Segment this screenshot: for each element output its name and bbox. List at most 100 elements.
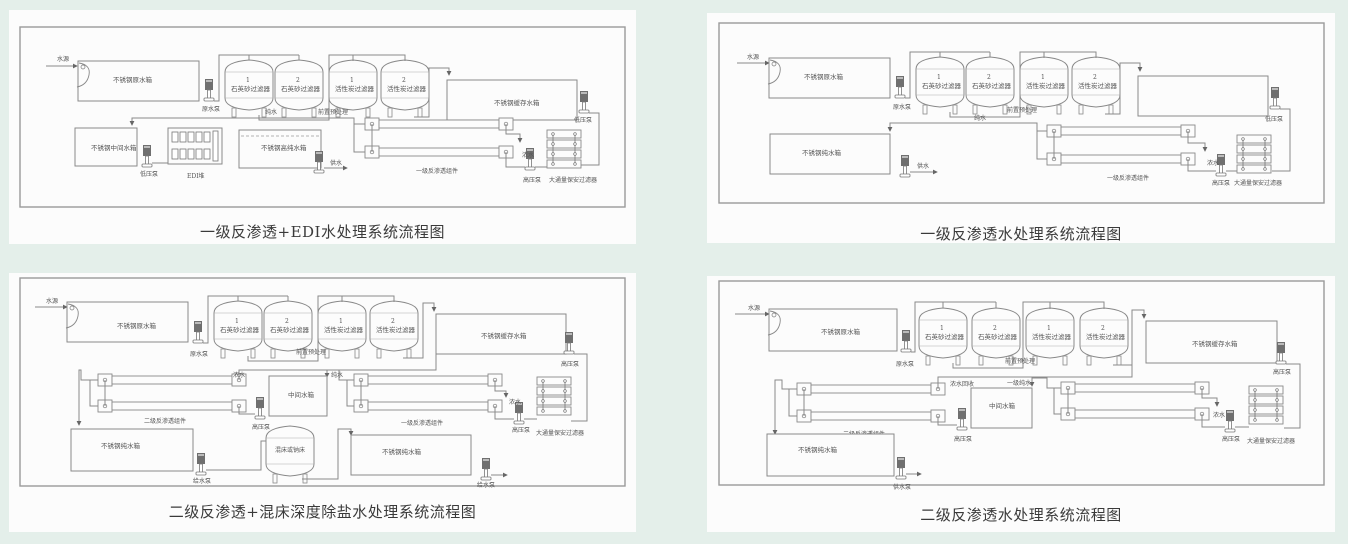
supply-pump-left-icon bbox=[195, 452, 207, 476]
double-ro-flow-diagram: 水源 不锈钢原水箱 原水泵 1 石英砂过滤器 2 石英砂过滤器 1 活性炭过滤器… bbox=[718, 280, 1325, 491]
mid-tank-label: 中间水箱 bbox=[288, 390, 315, 399]
edi-label: EDI堆 bbox=[187, 172, 205, 180]
raw-pump-icon bbox=[203, 78, 215, 102]
mixed-bed-vessel bbox=[265, 425, 315, 484]
supply-pump-icon bbox=[899, 154, 911, 178]
buffer-tank bbox=[1145, 320, 1278, 364]
low-pump-icon bbox=[1269, 86, 1281, 110]
filter-label: 活性炭过滤器 bbox=[324, 325, 364, 334]
raw-pump-icon bbox=[894, 75, 906, 99]
filter-label: 活性炭过滤器 bbox=[1032, 332, 1072, 341]
buffer-tank-label: 不锈钢缓存水箱 bbox=[494, 98, 540, 107]
diagram-caption: 一级反渗透水处理系统流程图 bbox=[920, 225, 1122, 243]
high-pump-mid-label: 高压泵 bbox=[954, 435, 972, 443]
high-pump-label: 高压泵 bbox=[512, 426, 530, 434]
pure-water-line-label: 纯水 bbox=[331, 371, 343, 379]
water-source-label: 水源 bbox=[748, 304, 760, 312]
supply-pump-icon bbox=[895, 456, 907, 480]
pure-tank-left bbox=[70, 428, 194, 472]
high-pump-top-icon bbox=[563, 331, 575, 355]
filter-label: 石英砂过滤器 bbox=[925, 332, 965, 341]
filter-number: 2 bbox=[391, 318, 395, 325]
filter-number: 2 bbox=[1101, 325, 1105, 332]
concentrate-label: 浓水 bbox=[1207, 159, 1219, 167]
pure-water-line-label: 纯水 bbox=[265, 108, 277, 116]
filter-number: 1 bbox=[1047, 325, 1051, 332]
ro-membrane-1 bbox=[364, 117, 514, 131]
security-filter-label: 大通量保安过滤器 bbox=[1234, 179, 1282, 187]
mixed-bed-label: 混床或钠床 bbox=[275, 446, 305, 454]
filter-number: 2 bbox=[1093, 74, 1097, 81]
filter-number: 1 bbox=[937, 74, 941, 81]
pure-tank-right bbox=[350, 434, 472, 476]
high-pump-top-icon bbox=[1275, 341, 1287, 365]
ro1-group-label: 一级反渗透组件 bbox=[401, 419, 443, 427]
ro2-membrane-1 bbox=[796, 382, 946, 396]
diagram-caption: 二级反渗透水处理系统流程图 bbox=[920, 506, 1122, 524]
raw-tank-label: 不锈钢原水箱 bbox=[821, 327, 861, 336]
high-pump-label: 高压泵 bbox=[1212, 179, 1230, 187]
pure-tank-left-label: 不锈钢纯水箱 bbox=[101, 441, 141, 450]
concentrate-label: 浓水 bbox=[509, 398, 521, 406]
raw-tank-label: 不锈钢原水箱 bbox=[804, 72, 844, 81]
diagram-caption: 一级反渗透+EDI水处理系统流程图 bbox=[200, 223, 445, 241]
diagram-frame bbox=[718, 22, 1325, 204]
mid-tank bbox=[970, 387, 1033, 429]
security-filter-label: 大通量保安过滤器 bbox=[1247, 437, 1295, 445]
filter-number: 1 bbox=[339, 318, 343, 325]
filter-label: 石英砂过滤器 bbox=[220, 325, 260, 334]
supply-pump-right-label: 给水泵 bbox=[477, 481, 495, 489]
buffer-tank-label: 不锈钢缓存水箱 bbox=[1192, 339, 1238, 348]
high-pump-label: 高压泵 bbox=[523, 176, 541, 184]
raw-pump-label: 原水泵 bbox=[893, 103, 911, 111]
pretreatment-label: 前置预处理 bbox=[318, 108, 348, 116]
security-filter bbox=[1248, 385, 1284, 425]
filter-label: 石英砂过滤器 bbox=[972, 81, 1012, 90]
ro-membrane-1 bbox=[1046, 124, 1196, 138]
security-filter-label: 大通量保安过滤器 bbox=[536, 429, 584, 437]
filter-number: 2 bbox=[993, 325, 997, 332]
security-filter bbox=[536, 376, 572, 416]
ro1-membrane-1 bbox=[1060, 381, 1210, 395]
edi-flow-diagram: 水源 不锈钢原水箱 原水泵 1 石英砂过滤器 2 石英砂过滤器 1 活性炭过滤器… bbox=[19, 26, 626, 208]
high-pump-top-label: 高压泵 bbox=[561, 360, 579, 368]
mid-tank bbox=[74, 127, 138, 167]
security-filter bbox=[1236, 134, 1272, 174]
ro1-membrane-2 bbox=[1060, 407, 1210, 421]
raw-water-tank bbox=[77, 60, 200, 102]
raw-tank-label: 不锈钢原水箱 bbox=[113, 75, 153, 84]
buffer-tank bbox=[435, 313, 567, 355]
low-pump-2-icon bbox=[141, 144, 153, 168]
filter-number: 2 bbox=[296, 77, 300, 84]
high-pump-mid-label: 高压泵 bbox=[252, 423, 270, 431]
ro2-membrane-2 bbox=[796, 409, 946, 423]
double-ro-mixed-bed-flow-diagram: 水源 不锈钢原水箱 原水泵 1 石英砂过滤器 2 石英砂过滤器 1 活性炭过滤器… bbox=[19, 277, 626, 489]
high-pure-tank-label: 不锈钢高纯水箱 bbox=[261, 143, 307, 152]
raw-pump-icon bbox=[900, 329, 912, 353]
low-pump-label: 低压泵 bbox=[1265, 115, 1283, 123]
diagram-panel-double-ro-mixed-bed: 水源 不锈钢原水箱 原水泵 1 石英砂过滤器 2 石英砂过滤器 1 活性炭过滤器… bbox=[9, 273, 636, 532]
raw-water-tank bbox=[66, 301, 189, 343]
pure-tank-right-label: 不锈钢纯水箱 bbox=[382, 447, 422, 456]
filter-label: 石英砂过滤器 bbox=[270, 325, 310, 334]
filter-number: 1 bbox=[350, 77, 354, 84]
raw-pump-label: 原水泵 bbox=[896, 360, 914, 368]
supply-pump-icon bbox=[313, 150, 325, 174]
pretreatment-label: 前置预处理 bbox=[1005, 357, 1035, 365]
raw-water-tank bbox=[768, 57, 891, 99]
pure-tank-label: 不锈钢纯水箱 bbox=[798, 445, 838, 454]
ro-membrane-2 bbox=[364, 145, 514, 159]
supply-label: 供水 bbox=[917, 162, 929, 170]
filter-label: 活性炭过滤器 bbox=[335, 84, 375, 93]
security-filter-label: 大通量保安过滤器 bbox=[549, 176, 597, 184]
water-source-label: 水源 bbox=[747, 53, 759, 61]
filter-label: 石英砂过滤器 bbox=[281, 84, 321, 93]
concentrate-top-label: 浓水 bbox=[233, 371, 245, 379]
raw-tank-label: 不锈钢原水箱 bbox=[117, 321, 157, 330]
filter-label: 活性炭过滤器 bbox=[1086, 332, 1126, 341]
low-pump-label: 低压泵 bbox=[574, 116, 592, 124]
diagram-frame bbox=[19, 277, 626, 487]
filter-number: 1 bbox=[1041, 74, 1045, 81]
high-pump-mid-icon bbox=[956, 407, 968, 431]
pretreatment-label: 前置预处理 bbox=[296, 348, 326, 356]
